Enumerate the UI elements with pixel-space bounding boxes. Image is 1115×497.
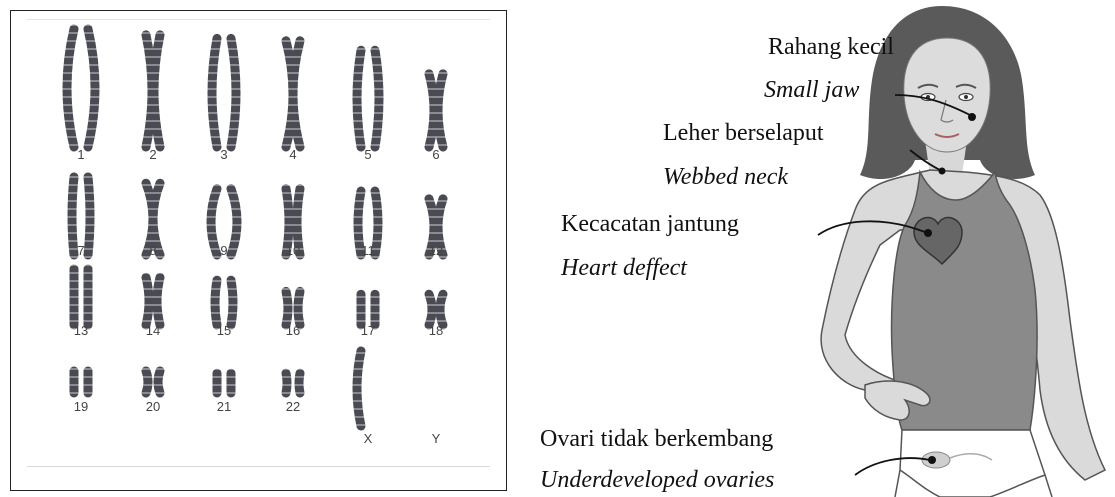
chromosome-label: 5 xyxy=(364,147,371,162)
chromosome-16-chromatid xyxy=(286,291,288,325)
chromosome-label: 13 xyxy=(74,323,88,338)
chromosome-label: 21 xyxy=(217,399,231,414)
chromosome-label: 22 xyxy=(286,399,300,414)
chromosome-label: 16 xyxy=(286,323,300,338)
female-figure xyxy=(500,0,1115,497)
chromosome-4-chromatid xyxy=(293,41,300,147)
chromosome-label: 17 xyxy=(361,323,375,338)
chromosome-label: Y xyxy=(432,431,441,446)
chromosome-3-chromatid xyxy=(231,38,236,147)
chromosome-7-chromatid xyxy=(88,177,90,255)
neck-label-english: Webbed neck xyxy=(663,165,788,189)
chromosome-label: 19 xyxy=(74,399,88,414)
chromosome-5-chromatid xyxy=(357,50,361,147)
chromosome-label: 7 xyxy=(77,243,84,258)
ovaries-label-english: Underdeveloped ovaries xyxy=(540,468,774,492)
chromosome-7-chromatid xyxy=(72,177,74,255)
chromosome-label: X xyxy=(364,431,373,446)
jaw-label-indonesian: Rahang kecil xyxy=(768,35,894,59)
chromosome-label: 15 xyxy=(217,323,231,338)
heart-label-indonesian: Kecacatan jantung xyxy=(561,212,739,236)
chromosome-9-chromatid xyxy=(231,189,237,255)
chromosome-16-chromatid xyxy=(298,291,300,325)
chromosome-label: 18 xyxy=(429,323,443,338)
chromosome-label: 9 xyxy=(220,243,227,258)
chromosome-22-chromatid xyxy=(299,373,300,393)
chromosome-2-chromatid xyxy=(154,35,160,147)
underwear xyxy=(900,430,1045,497)
chromosome-label: 2 xyxy=(149,147,156,162)
chromosome-20-chromatid xyxy=(146,371,148,393)
chromosome-label: 14 xyxy=(146,323,160,338)
chromosome-label: 1 xyxy=(77,147,84,162)
heart-label-english: Heart deffect xyxy=(561,256,687,280)
ovaries-label-indonesian: Ovari tidak berkembang xyxy=(540,427,773,451)
chromosome-6-chromatid xyxy=(429,74,434,147)
chromosome-label: 6 xyxy=(432,147,439,162)
chromosome-X-chromatid xyxy=(357,351,361,426)
chromosome-1-chromatid xyxy=(67,29,74,147)
chromosome-label: 3 xyxy=(220,147,227,162)
chromosome-18-chromatid xyxy=(429,294,432,325)
face xyxy=(904,38,990,152)
chromosome-22-chromatid xyxy=(286,373,287,393)
chromosome-X-chromatid xyxy=(375,351,379,426)
chromosome-18-chromatid xyxy=(440,294,443,325)
jaw-label-english: Small jaw xyxy=(764,78,859,102)
chromosome-15-chromatid xyxy=(231,280,233,325)
chromosome-14-chromatid xyxy=(157,277,160,325)
chromosome-20-chromatid xyxy=(158,371,160,393)
chromosome-15-chromatid xyxy=(215,280,217,325)
chromosome-5-chromatid xyxy=(375,50,379,147)
chromosome-6-chromatid xyxy=(438,74,443,147)
chromosome-label: 4 xyxy=(289,147,296,162)
chromosome-14-chromatid xyxy=(146,277,149,325)
chromosome-3-chromatid xyxy=(212,38,217,147)
chromosome-label: 11 xyxy=(361,243,375,258)
chromosome-1-chromatid xyxy=(88,29,95,147)
chromosome-label: 12 xyxy=(429,243,443,258)
chromosome-9-chromatid xyxy=(211,189,217,255)
chromosome-label: 10 xyxy=(286,243,300,258)
chromosome-label: 20 xyxy=(146,399,160,414)
chromosome-label: 8 xyxy=(149,243,156,258)
chromosome-11-chromatid xyxy=(375,191,378,255)
neck-label-indonesian: Leher berselaput xyxy=(663,121,824,145)
